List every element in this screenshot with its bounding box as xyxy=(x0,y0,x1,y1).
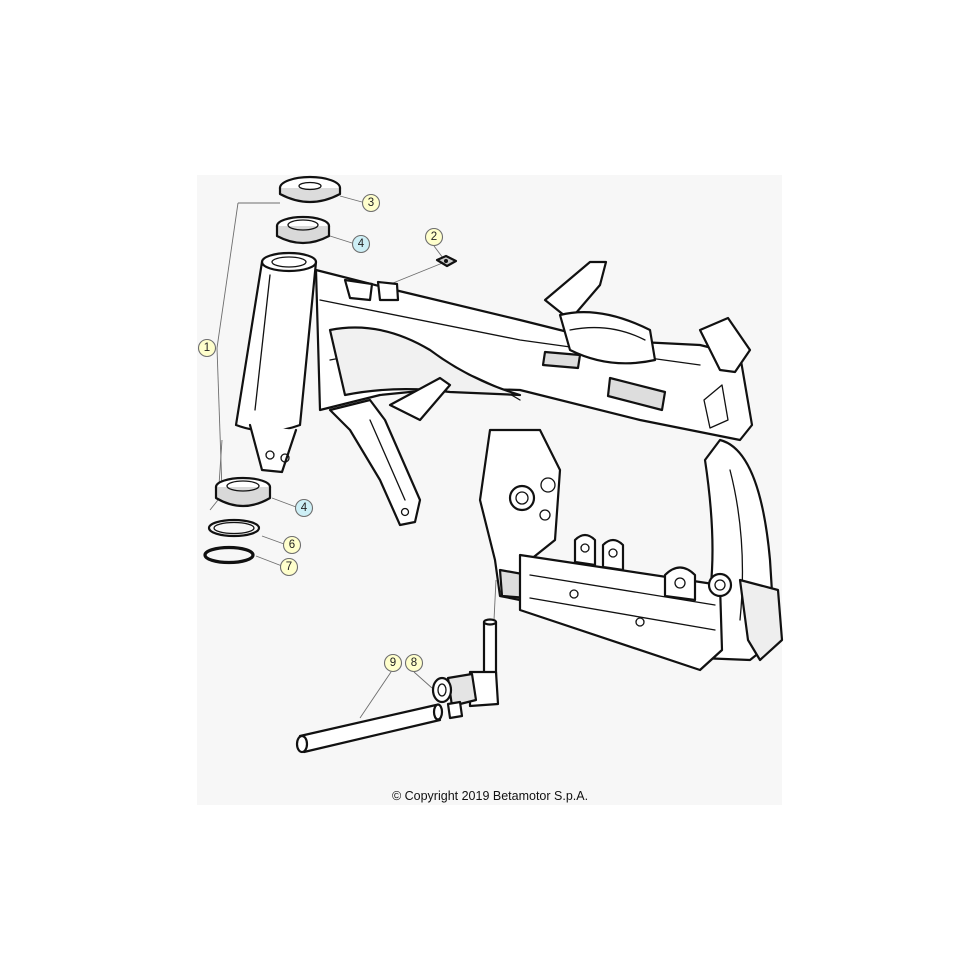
callout-4-upper: 4 xyxy=(351,234,371,254)
callout-4-lower-circle xyxy=(294,498,314,518)
callout-8-circle xyxy=(404,653,424,673)
callout-4-lower: 4 xyxy=(294,498,314,518)
callout-9-label: 9 xyxy=(390,657,396,669)
lower-bearing-part xyxy=(214,476,272,508)
callout-6-circle xyxy=(282,535,302,555)
callout-6: 6 xyxy=(282,535,302,555)
callout-4-lower-label: 4 xyxy=(301,502,308,514)
callout-7-circle xyxy=(279,557,299,577)
callout-7: 7 xyxy=(279,557,299,577)
bush-part xyxy=(431,676,464,720)
callout-4-upper-label: 4 xyxy=(358,238,365,250)
callout-6-label: 6 xyxy=(289,539,295,551)
callout-9-circle xyxy=(383,653,403,673)
callout-1-label: 1 xyxy=(204,342,210,354)
retainer-clip-part xyxy=(435,254,458,268)
callout-3-label: 3 xyxy=(368,197,374,209)
callout-4-upper-circle xyxy=(351,234,371,254)
dust-cap-part xyxy=(278,175,342,204)
callout-7-label: 7 xyxy=(286,561,292,573)
callout-1: 1 xyxy=(197,338,217,358)
threaded-pin-part xyxy=(446,618,500,708)
callout-9: 9 xyxy=(383,653,403,673)
callout-8-label: 8 xyxy=(411,657,417,669)
frame-part xyxy=(234,251,784,672)
upper-bearing-part xyxy=(275,215,331,245)
callout-3-circle xyxy=(361,193,381,213)
callout-8: 8 xyxy=(404,653,424,673)
callouts: 1 2 3 4 4 6 7 8 xyxy=(197,193,444,673)
callout-2-circle xyxy=(424,227,444,247)
washer-part xyxy=(207,518,261,538)
callout-3: 3 xyxy=(361,193,381,213)
leader-lines xyxy=(209,195,497,719)
o-ring-part xyxy=(203,545,255,565)
tube-part xyxy=(295,703,444,754)
callout-2-label: 2 xyxy=(431,231,437,243)
copyright-notice: © Copyright 2019 Betamotor S.p.A. xyxy=(391,789,589,803)
callout-1-circle xyxy=(197,338,217,358)
callout-2: 2 xyxy=(424,227,444,247)
